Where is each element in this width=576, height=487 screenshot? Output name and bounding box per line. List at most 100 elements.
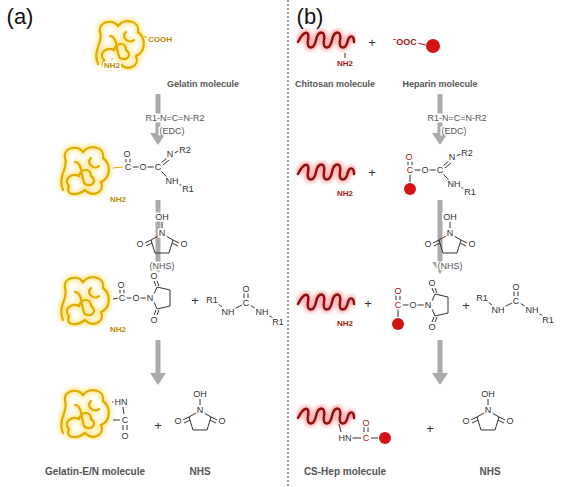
chemical-bond (154, 281, 170, 315)
plus-sign: + (367, 36, 377, 49)
molecule-name: CS-Hep molecule (303, 467, 387, 477)
reagent-formula: R1-N=C=N-R2 (426, 114, 487, 123)
panel-divider (288, 0, 289, 487)
molecule-name: Gelatin molecule (166, 80, 240, 89)
chemical-bond (112, 36, 149, 60)
atom-label: O (461, 417, 470, 426)
chemical-bond (408, 154, 465, 189)
chemical-bond (433, 222, 467, 253)
molecule-name: Chitosan molecule (294, 80, 376, 89)
reagent-name: (EDC) (159, 127, 186, 136)
atom-label: R1 (181, 185, 195, 194)
atom-label: N (448, 153, 457, 162)
chemical-bond (487, 291, 543, 316)
heparin-bead (379, 432, 391, 444)
atom-label: OH (154, 213, 170, 222)
atom-label: O (408, 301, 417, 310)
panel-label: (a) (6, 6, 35, 28)
heparin-bead (426, 39, 440, 53)
molecule-name: Gelatin-E/N molecule (44, 467, 146, 477)
heparin-bead (392, 318, 404, 330)
atom-label: N (196, 406, 205, 415)
chemical-bond (145, 222, 179, 253)
chitosan-molecule (298, 165, 354, 180)
group-label: NH2 (336, 320, 354, 328)
atom-label: O (361, 419, 370, 428)
atom-label: O (404, 153, 413, 162)
atom-label: R1 (463, 188, 477, 197)
atom-label: O (173, 417, 182, 426)
heparin-bead (379, 39, 440, 444)
atom-label: C (118, 294, 127, 303)
atom-label: C (154, 163, 163, 172)
atom-label: O (511, 283, 520, 292)
atom-label: O (393, 287, 402, 296)
reagent-name: (EDC) (441, 127, 468, 136)
atom-label: OH (442, 213, 458, 222)
atom-label: NH (491, 306, 506, 315)
atom-label: OH (192, 390, 208, 399)
atom-label: O (427, 323, 436, 332)
heparin-bead (404, 183, 416, 195)
chemical-bond (471, 399, 505, 430)
atom-label: O (131, 294, 140, 303)
atom-label: C (362, 434, 371, 443)
reagent-name: (NHS) (149, 262, 176, 271)
reagent-name: (NHS) (437, 262, 464, 271)
reaction-arrow (438, 200, 443, 262)
atom-label: N (484, 406, 493, 415)
chemical-bond (126, 151, 183, 186)
atom-label: C (242, 299, 251, 308)
atom-label: O (427, 279, 436, 288)
atom-label: N (446, 229, 455, 238)
group-label: NH2 (336, 190, 354, 198)
chemical-bond (417, 43, 426, 45)
atom-label: O (138, 163, 147, 172)
atom-label: NH (525, 306, 540, 315)
group-label: NH2 (103, 62, 121, 70)
atom-label: C (121, 416, 130, 425)
atom-label: N (146, 294, 155, 303)
chitosan-molecule (298, 295, 354, 310)
atom-label: N (166, 150, 175, 159)
chitosan-molecule (298, 33, 354, 48)
chitosan-molecule (298, 33, 354, 424)
atom-label: HN (114, 398, 129, 407)
plus-sign: + (461, 299, 471, 312)
plus-sign: + (190, 294, 200, 307)
atom-label: HN (338, 434, 353, 443)
group-label: NH2 (336, 60, 354, 68)
atom-label: N (158, 229, 167, 238)
atom-label: C (436, 166, 445, 175)
atom-label: O (420, 166, 429, 175)
chemical-bond (217, 293, 273, 318)
atom-label: OH (480, 390, 496, 399)
atom-label: NH (255, 308, 270, 317)
atom-label: C (394, 301, 403, 310)
atom-label: O (505, 417, 514, 426)
atom-label: R1 (205, 296, 219, 305)
atom-label: O (241, 285, 250, 294)
plus-sign: + (425, 422, 435, 435)
plus-sign: + (367, 166, 377, 179)
chemical-bond (432, 288, 448, 322)
atom-label: O (120, 432, 129, 441)
atom-label: C (124, 163, 133, 172)
chemical-bond (183, 399, 217, 430)
plus-sign: + (363, 297, 373, 310)
group-label: NH2 (109, 196, 127, 204)
atom-label: O (116, 281, 125, 290)
chemical-bond (112, 36, 543, 438)
atom-label: NH (165, 177, 180, 186)
chitosan-molecule (298, 409, 354, 424)
atom-label: R2 (178, 146, 192, 155)
atom-label: O (179, 240, 188, 249)
gelatin-molecule (61, 147, 108, 194)
chemical-bond (410, 174, 411, 182)
atom-label: R2 (460, 149, 474, 158)
reaction-arrow (438, 340, 443, 373)
reagent-formula: R1-N=C=N-R2 (144, 114, 205, 123)
chemical-bond (113, 167, 123, 168)
atom-label: O (423, 240, 432, 249)
